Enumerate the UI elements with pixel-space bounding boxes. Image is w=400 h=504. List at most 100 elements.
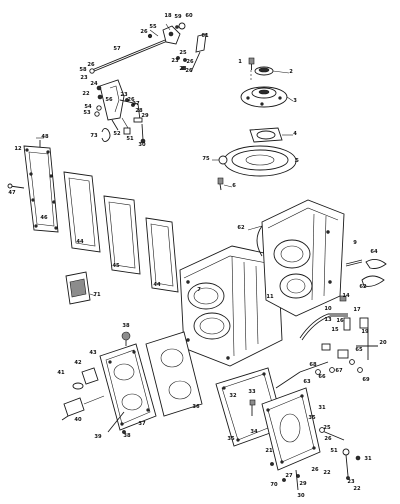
- bypass-cover-assembly: [261, 387, 361, 491]
- callout-39: 39: [94, 434, 102, 440]
- callout-75: 75: [202, 156, 210, 162]
- callout-42: 42: [74, 360, 82, 366]
- callout-32: 32: [229, 393, 237, 399]
- callout-26: 26: [127, 97, 135, 103]
- callout-25: 25: [323, 425, 331, 431]
- callout-36: 36: [192, 404, 200, 410]
- callout-71: 71: [93, 292, 101, 298]
- callout-26: 26: [185, 68, 193, 74]
- throttle-linkage: [89, 22, 207, 144]
- callout-11: 11: [266, 294, 274, 300]
- callout-25: 25: [179, 50, 187, 56]
- callout-23: 23: [171, 58, 179, 64]
- callout-44: 44: [76, 239, 84, 245]
- callout-26: 26: [324, 436, 332, 442]
- fuel-line-fittings: [275, 295, 378, 389]
- callout-23: 23: [347, 479, 355, 485]
- callout-12: 12: [14, 146, 22, 152]
- callout-46: 46: [40, 215, 48, 221]
- callout-15: 15: [331, 327, 339, 333]
- callout-37: 37: [138, 421, 146, 427]
- callout-27: 27: [132, 101, 140, 107]
- callout-38: 38: [122, 323, 130, 329]
- callout-29: 29: [141, 113, 149, 119]
- callout-70: 70: [270, 482, 278, 488]
- callout-64: 64: [370, 249, 378, 255]
- callout-58: 58: [79, 67, 87, 73]
- callout-51: 51: [330, 448, 338, 454]
- callout-1: 1: [238, 59, 242, 65]
- callout-54: 54: [84, 104, 92, 110]
- callout-62: 62: [237, 225, 245, 231]
- callout-9: 9: [353, 240, 357, 246]
- callout-55: 55: [149, 24, 157, 30]
- crankcase: [179, 199, 387, 367]
- callout-2: 2: [289, 69, 293, 75]
- callout-52: 52: [113, 131, 121, 137]
- callout-56: 56: [105, 97, 113, 103]
- callout-26: 26: [311, 467, 319, 473]
- callout-28: 28: [135, 108, 143, 114]
- callout-7: 7: [197, 287, 201, 293]
- callout-47: 47: [8, 190, 16, 196]
- callout-35: 35: [308, 415, 316, 421]
- callout-48: 48: [41, 134, 49, 140]
- callout-26: 26: [87, 62, 95, 68]
- callout-27: 27: [285, 473, 293, 479]
- callout-26: 26: [186, 59, 194, 65]
- bearing-housing-stack: [212, 57, 297, 191]
- callout-38: 38: [123, 433, 131, 439]
- callout-62: 62: [359, 284, 367, 290]
- callout-21: 21: [265, 448, 273, 454]
- callout-41: 41: [57, 370, 65, 376]
- callout-30: 30: [297, 493, 305, 499]
- callout-23: 23: [120, 92, 128, 98]
- callout-67: 67: [335, 368, 343, 374]
- cylinder-head: [61, 331, 203, 434]
- callout-5: 5: [295, 158, 299, 164]
- callout-6: 6: [232, 183, 236, 189]
- callout-4: 4: [293, 131, 297, 137]
- callout-45: 45: [112, 263, 120, 269]
- callout-60: 60: [185, 13, 193, 19]
- callout-31: 31: [364, 456, 372, 462]
- callout-18: 18: [164, 13, 172, 19]
- callout-10: 10: [324, 306, 332, 312]
- callout-65: 65: [355, 347, 363, 353]
- callout-57: 57: [113, 46, 121, 52]
- callout-61: 61: [201, 33, 209, 39]
- callout-31: 31: [318, 405, 326, 411]
- callout-19: 19: [361, 329, 369, 335]
- callout-63: 63: [303, 379, 311, 385]
- callout-23: 23: [80, 75, 88, 81]
- callout-17: 17: [353, 307, 361, 313]
- id-plate: [65, 271, 97, 305]
- callout-40: 40: [74, 417, 82, 423]
- callout-69: 69: [362, 377, 370, 383]
- callout-23: 23: [179, 66, 187, 72]
- callout-33: 33: [248, 389, 256, 395]
- callout-73: 73: [90, 133, 98, 139]
- callout-44: 44: [153, 282, 161, 288]
- callout-22: 22: [353, 486, 361, 492]
- callout-30: 30: [138, 142, 146, 148]
- exhaust-cover-group: [7, 137, 179, 293]
- callout-13: 13: [324, 317, 332, 323]
- callout-3: 3: [293, 98, 297, 104]
- callout-43: 43: [89, 350, 97, 356]
- callout-26: 26: [140, 29, 148, 35]
- callout-35: 35: [227, 436, 235, 442]
- callout-66: 66: [318, 374, 326, 380]
- callout-51: 51: [126, 136, 134, 142]
- callout-68: 68: [309, 362, 317, 368]
- callout-22: 22: [82, 91, 90, 97]
- callout-20: 20: [379, 340, 387, 346]
- callout-29: 29: [299, 481, 307, 487]
- callout-59: 59: [174, 14, 182, 20]
- callout-14: 14: [342, 293, 350, 299]
- callout-24: 24: [90, 81, 98, 87]
- callout-34: 34: [250, 429, 258, 435]
